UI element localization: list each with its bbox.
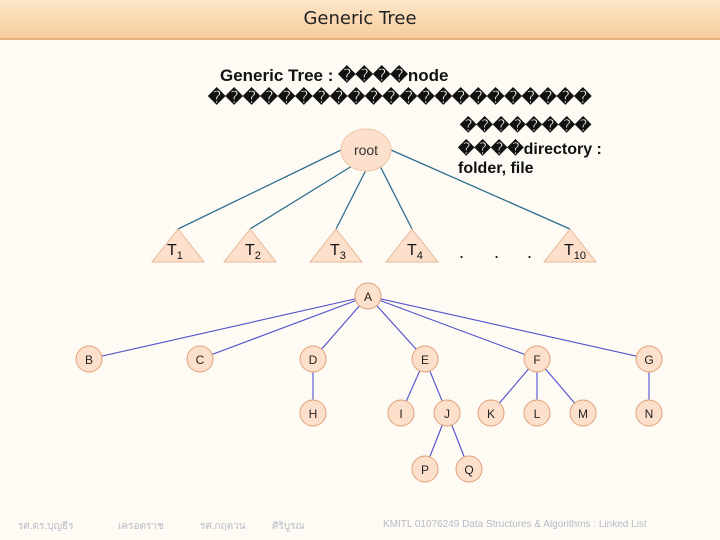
ellipsis-dot-2: . xyxy=(494,242,499,262)
node-C-label: C xyxy=(196,353,205,367)
subtree-label-3: T3 xyxy=(330,242,346,262)
node-K-label: K xyxy=(487,407,495,421)
node-P xyxy=(411,455,439,483)
node-D-label: D xyxy=(309,353,318,367)
node-L-label: L xyxy=(534,407,541,421)
tree1-root-node: root xyxy=(340,128,392,172)
subtree-triangle-4 xyxy=(384,228,440,263)
subtree-label-10: T10 xyxy=(564,242,586,262)
subtree-triangle-3 xyxy=(308,228,364,263)
node-N-label: N xyxy=(645,407,654,421)
note-line-3: folder, file xyxy=(458,160,534,177)
node-C xyxy=(186,345,214,373)
heading-line-1: Generic Tree : ����node xyxy=(220,66,449,85)
subtree-label-2: T2 xyxy=(245,242,261,262)
node-K xyxy=(477,399,505,427)
node-A xyxy=(354,282,382,310)
footer-author-1: รศ.ดร.บุญธีร xyxy=(18,521,74,532)
node-F-label: F xyxy=(533,353,540,367)
node-P-label: P xyxy=(421,463,429,477)
node-N xyxy=(635,399,663,427)
node-J-label: J xyxy=(444,407,450,421)
subtree-label-4: T4 xyxy=(407,242,423,262)
node-M xyxy=(569,399,597,427)
tree1-edges xyxy=(177,149,571,230)
node-M-label: M xyxy=(578,407,588,421)
node-D xyxy=(299,345,327,373)
subtree-triangle-1 xyxy=(150,228,206,263)
node-Q-label: Q xyxy=(464,463,473,477)
node-L xyxy=(523,399,551,427)
slide-title: Generic Tree xyxy=(303,8,417,29)
node-Q xyxy=(455,455,483,483)
footer-author-1-surname: เครอตราช xyxy=(118,521,164,532)
ellipsis-dot-3: . xyxy=(527,242,532,262)
node-E xyxy=(411,345,439,373)
tree2-edges xyxy=(88,295,650,470)
node-A-label: A xyxy=(364,290,372,304)
node-H-label: H xyxy=(309,407,318,421)
subtree-label-1: T1 xyxy=(167,242,183,262)
tree2-nodes xyxy=(75,282,663,483)
node-F xyxy=(523,345,551,373)
node-I xyxy=(387,399,415,427)
note-line-2: ����directory : xyxy=(458,141,602,158)
node-J xyxy=(433,399,461,427)
slide-title-bar: Generic Tree xyxy=(0,0,720,40)
subtree-triangle-10 xyxy=(542,228,598,263)
footer-author-2-surname: ศิริบูรณ xyxy=(272,521,305,532)
node-E-label: E xyxy=(421,353,429,367)
ellipsis-dot-1: . xyxy=(459,242,464,262)
node-H xyxy=(299,399,327,427)
footer-author-2: รศ.กฤตวน xyxy=(200,521,246,532)
node-B xyxy=(75,345,103,373)
node-I-label: I xyxy=(399,407,402,421)
tree1-root-label: root xyxy=(354,142,378,158)
footer-course: KMITL 01076249 Data Structures & Algorit… xyxy=(383,519,647,530)
node-G xyxy=(635,345,663,373)
subtree-triangle-2 xyxy=(222,228,278,263)
node-G-label: G xyxy=(644,353,653,367)
node-B-label: B xyxy=(85,353,93,367)
heading-line-2: ���������������������� xyxy=(208,88,592,107)
note-line-1: �������� xyxy=(460,118,592,135)
